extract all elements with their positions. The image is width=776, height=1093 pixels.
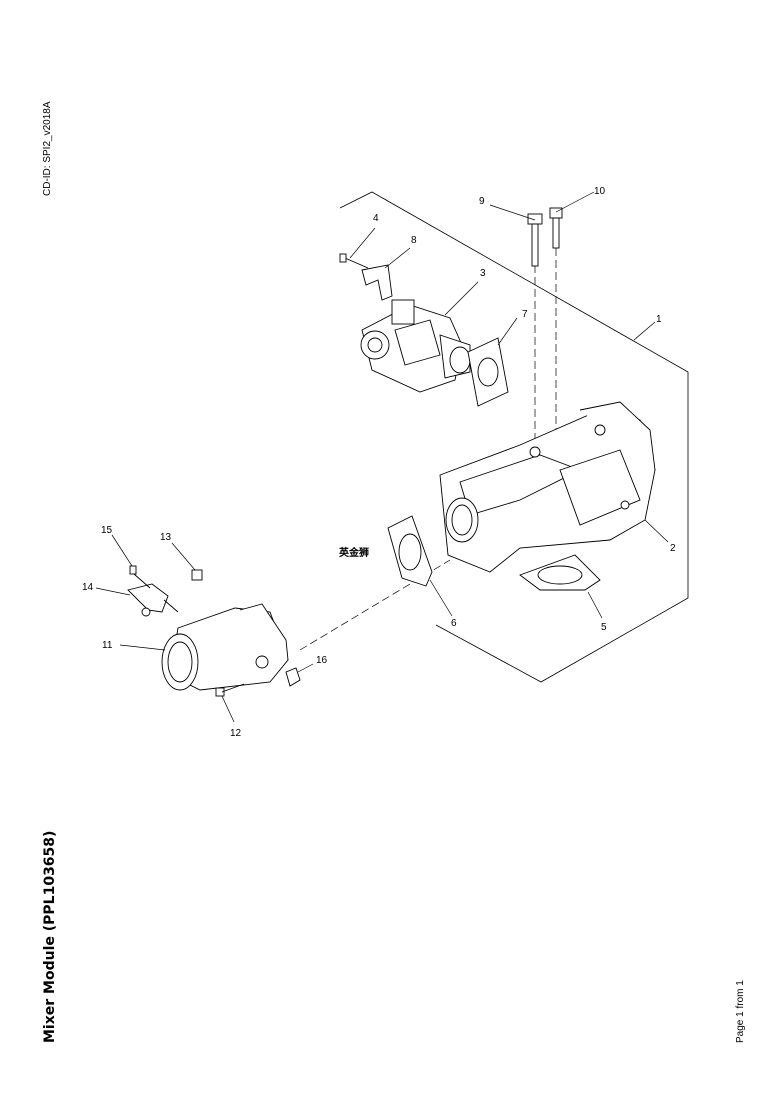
small-parts (127, 565, 301, 697)
callout-1: 1 (656, 314, 662, 325)
callout-16: 16 (316, 655, 328, 666)
callout-11: 11 (102, 640, 113, 651)
callout-4: 4 (373, 213, 379, 224)
callout-8: 8 (411, 235, 417, 246)
mixer-body (439, 401, 656, 573)
callout-15: 15 (101, 525, 113, 536)
callout-6: 6 (451, 618, 457, 629)
callout-labels: 1 2 3 4 5 6 7 8 9 10 11 12 13 14 15 16 (82, 186, 676, 739)
gasket-6 (387, 515, 433, 587)
callout-13: 13 (160, 532, 172, 543)
callout-5: 5 (601, 622, 607, 633)
gasket-7 (467, 337, 509, 407)
watermark-text: 英金狮 (338, 546, 369, 559)
bolts (527, 207, 563, 267)
bracket (339, 253, 393, 301)
callout-9: 9 (479, 196, 485, 207)
assembly-frame (339, 191, 689, 683)
leader-lines (95, 191, 669, 723)
callout-7: 7 (522, 309, 528, 320)
valve-assembly (360, 299, 471, 393)
callout-10: 10 (594, 186, 606, 197)
callout-14: 14 (82, 582, 94, 593)
callout-2: 2 (670, 543, 676, 554)
gasket-5 (519, 554, 601, 591)
elbow-housing (161, 603, 289, 691)
callout-12: 12 (230, 728, 242, 739)
callout-3: 3 (480, 268, 486, 279)
